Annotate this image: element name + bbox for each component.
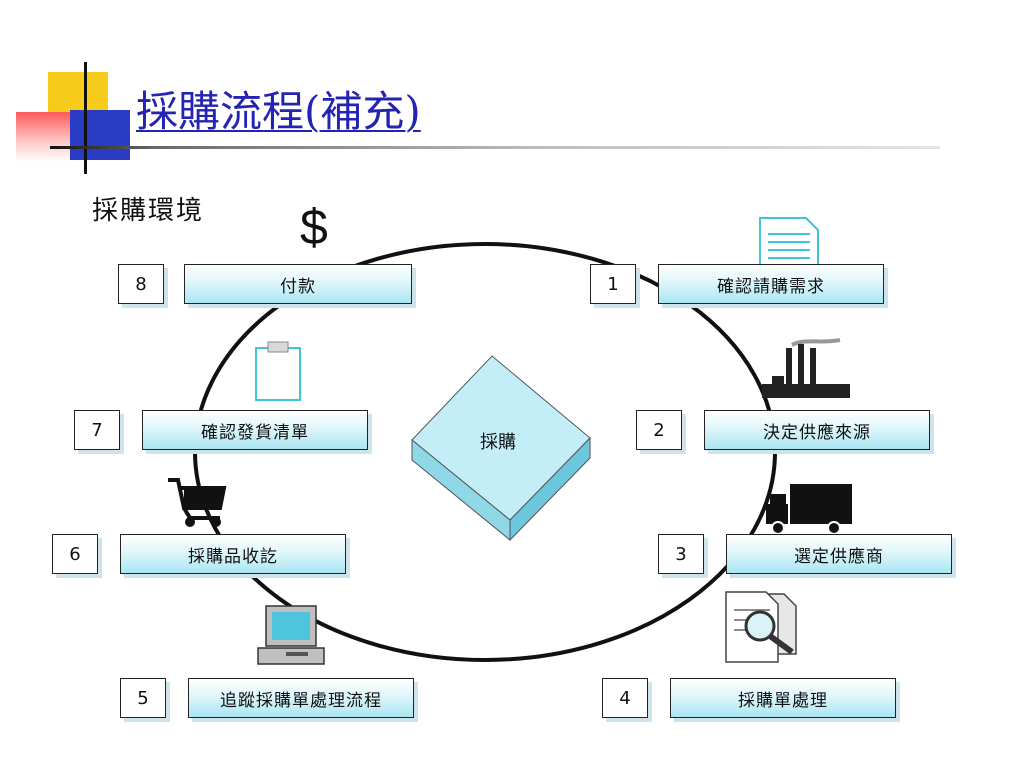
center-label: 採購 (480, 432, 516, 453)
step-label: 追蹤採購單處理流程 (188, 678, 414, 718)
step-number: 8 (118, 264, 164, 304)
subtitle: 採購環境 (92, 196, 205, 226)
step-label: 付款 (184, 264, 412, 304)
step-label: 選定供應商 (726, 534, 952, 574)
step-label: 確認發貨清單 (142, 410, 368, 450)
document-icon (759, 217, 819, 271)
step-label: 決定供應來源 (704, 410, 930, 450)
factory-icon (762, 338, 850, 398)
step-number: 2 (636, 410, 682, 450)
shopping-cart-icon (168, 478, 227, 527)
step-label: 採購品收訖 (120, 534, 346, 574)
step-label: 確認請購需求 (658, 264, 884, 304)
step-number: 6 (52, 534, 98, 574)
center-box (411, 355, 591, 542)
step-number: 7 (74, 410, 120, 450)
title-deco-blue-square (70, 110, 130, 160)
computer-icon (257, 605, 325, 665)
step-number: 4 (602, 678, 648, 718)
step-number: 3 (658, 534, 704, 574)
title-deco-vertical-line (84, 62, 87, 174)
truck-icon (766, 484, 852, 535)
cycle-ring (193, 242, 777, 662)
step-number: 5 (120, 678, 166, 718)
step-label: 採購單處理 (670, 678, 896, 718)
magnifier-document-icon (725, 591, 797, 663)
dollar-icon: $ (300, 199, 328, 255)
step-number: 1 (590, 264, 636, 304)
clipboard-icon (255, 341, 301, 401)
page-title: 採購流程(補充) (136, 87, 421, 136)
title-underline-rule (50, 146, 940, 149)
